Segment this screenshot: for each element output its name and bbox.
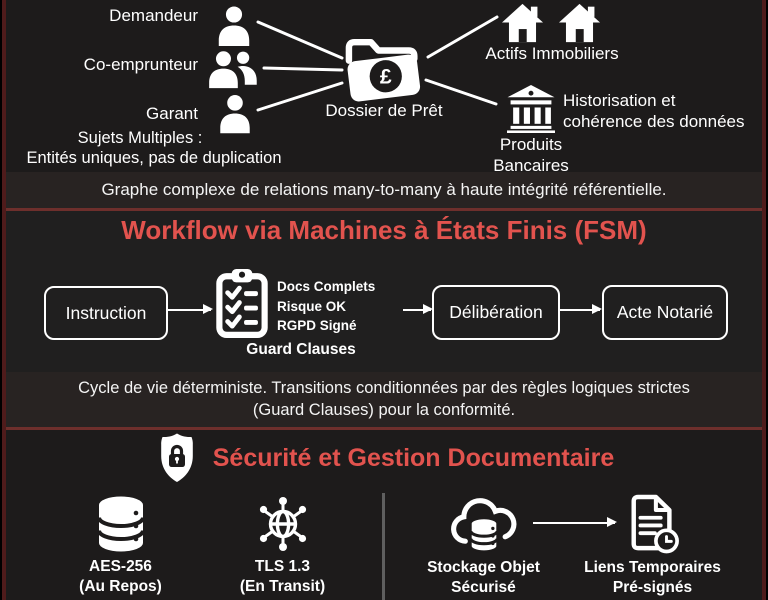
relations-caption: Graphe complexe de relations many-to-man… xyxy=(4,172,764,208)
security-item-aes-line2: (Au Repos) xyxy=(79,577,162,595)
guard-conditions: Docs Complets Risque OK RGPD Signé xyxy=(277,277,375,336)
flow-arrow xyxy=(167,304,213,314)
hub-label: Dossier de Prêt xyxy=(325,101,443,120)
folder-pound-icon: £ xyxy=(345,38,421,102)
section-divider xyxy=(0,208,768,211)
state-instruction-label: Instruction xyxy=(65,302,147,323)
security-item-tls: TLS 1.3 (En Transit) xyxy=(210,494,355,596)
security-item-links: Liens Temporaires Pré-signés xyxy=(569,494,736,597)
cloud-database-icon xyxy=(450,498,516,553)
person-icon xyxy=(218,6,250,46)
fsm-caption-line2: (Guard Clauses) pour la conformité. xyxy=(252,400,516,419)
security-item-tls-line2: (En Transit) xyxy=(239,577,326,595)
state-deliberation-label: Délibération xyxy=(449,302,543,322)
actor-label-garant: Garant xyxy=(146,104,198,123)
security-item-aes-line1: AES-256 xyxy=(89,558,152,575)
bank-label-line2: Bancaires xyxy=(493,155,569,175)
actors-note-line2: Entités uniques, pas de duplication xyxy=(26,149,282,167)
security-title: Sécurité et Gestion Documentaire xyxy=(212,443,615,472)
left-border-outer xyxy=(0,0,2,600)
bank-label-line1: Produits xyxy=(499,135,563,154)
bank-label: Produits Bancaires xyxy=(478,135,584,176)
bank-icon xyxy=(507,85,555,133)
history-note-line2: cohérence des données xyxy=(563,112,745,132)
state-deliberation: Délibération xyxy=(432,285,560,340)
guard-condition-docs: Docs Complets xyxy=(277,279,376,294)
security-item-storage-line2: Sécurisé xyxy=(451,578,516,596)
flow-arrow xyxy=(558,304,602,314)
security-item-aes: AES-256 (Au Repos) xyxy=(48,494,193,596)
state-acte-notarie: Acte Notarié xyxy=(602,285,728,340)
history-note: Historisation et cohérence des données xyxy=(563,90,763,133)
history-note-line1: Historisation et xyxy=(563,91,676,110)
guard-condition-rgpd: RGPD Signé xyxy=(277,318,357,333)
relations-caption-text: Graphe complexe de relations many-to-man… xyxy=(101,180,667,199)
right-border xyxy=(762,0,766,600)
house-icon xyxy=(558,3,601,43)
person-icon xyxy=(220,95,250,134)
house-icon xyxy=(501,3,544,43)
actor-label-demandeur: Demandeur xyxy=(109,6,198,25)
security-title-row: Sécurité et Gestion Documentaire xyxy=(0,432,768,484)
people-icon xyxy=(209,51,257,89)
guard-condition-risque: Risque OK xyxy=(277,298,347,314)
shield-lock-icon xyxy=(160,433,193,482)
relation-lines xyxy=(256,15,499,112)
vertical-divider xyxy=(382,493,385,600)
guard-clauses-label: Guard Clauses xyxy=(246,341,356,358)
security-item-storage: Stockage Objet Sécurisé xyxy=(410,494,557,597)
security-item-links-line2: Pré-signés xyxy=(612,578,693,596)
state-instruction: Instruction xyxy=(44,286,168,340)
right-border-outer xyxy=(766,0,768,600)
real-estate-label: Actifs Immobiliers xyxy=(485,44,619,63)
section-divider xyxy=(0,427,768,430)
security-item-tls-line1: TLS 1.3 xyxy=(254,558,311,575)
security-item-links-line1: Liens Temporaires xyxy=(584,559,721,576)
left-border xyxy=(2,0,6,600)
state-acte-notarie-label: Acte Notarié xyxy=(616,302,714,322)
flow-arrow xyxy=(533,517,617,527)
fsm-caption: Cycle de vie déterministe. Transitions c… xyxy=(4,372,764,427)
section-relations: Demandeur Co-emprunteur Garant Sujets Mu… xyxy=(0,0,768,208)
flow-arrow xyxy=(403,304,433,314)
database-icon xyxy=(96,496,145,552)
actor-label-co-emprunteur: Co-emprunteur xyxy=(83,55,198,74)
fsm-caption-line1: Cycle de vie déterministe. Transitions c… xyxy=(78,378,690,397)
clipboard-check-icon xyxy=(216,269,268,338)
network-icon xyxy=(259,497,306,551)
actors-note-line1: Sujets Multiples : xyxy=(77,129,203,147)
security-item-storage-line1: Stockage Objet xyxy=(427,559,540,576)
fsm-title: Workflow via Machines à États Finis (FSM… xyxy=(121,215,647,245)
document-clock-icon xyxy=(630,494,679,554)
pound-symbol: £ xyxy=(380,66,392,89)
